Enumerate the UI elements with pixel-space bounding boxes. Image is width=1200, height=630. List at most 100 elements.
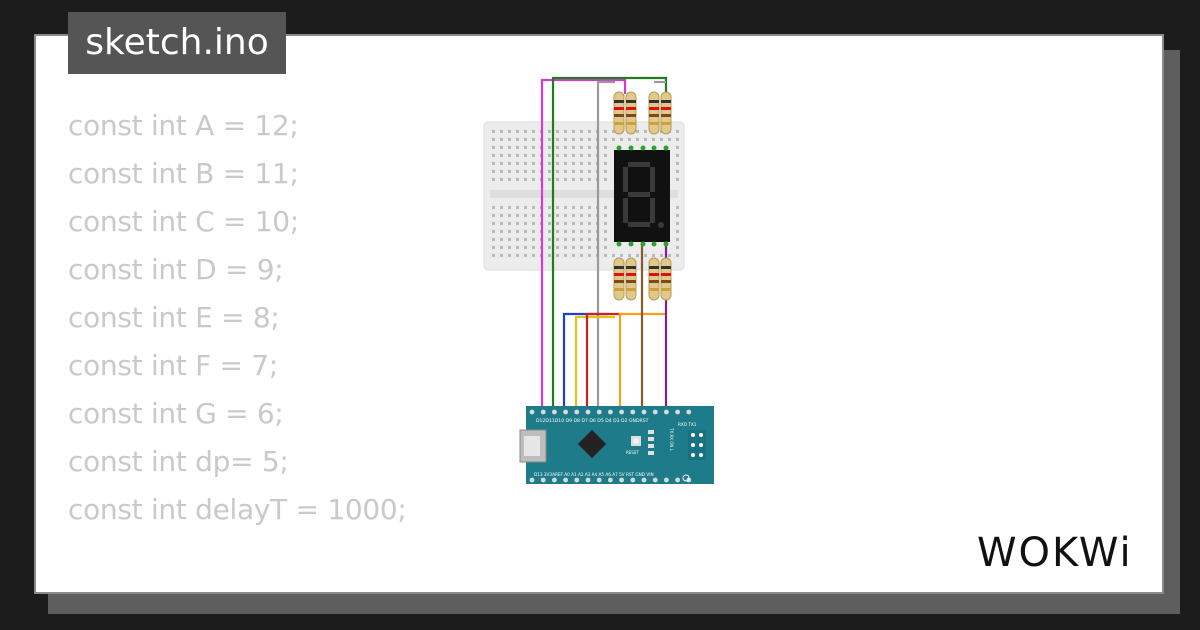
breadboard-hole bbox=[604, 130, 607, 133]
breadboard-hole bbox=[508, 230, 511, 233]
breadboard-hole bbox=[572, 214, 575, 217]
seven-segment-display bbox=[614, 145, 670, 247]
breadboard-hole bbox=[508, 154, 511, 157]
breadboard-hole bbox=[500, 246, 503, 249]
breadboard-hole bbox=[668, 138, 671, 141]
breadboard-hole bbox=[532, 222, 535, 225]
breadboard-hole bbox=[644, 130, 647, 133]
breadboard-hole bbox=[556, 178, 559, 181]
nano-pin bbox=[664, 477, 669, 483]
breadboard-hole bbox=[556, 246, 559, 249]
breadboard-hole bbox=[492, 222, 495, 225]
breadboard-hole bbox=[500, 206, 503, 209]
breadboard-hole bbox=[500, 230, 503, 233]
breadboard-hole bbox=[500, 238, 503, 241]
breadboard-hole bbox=[580, 206, 583, 209]
breadboard-hole bbox=[564, 138, 567, 141]
breadboard-hole bbox=[564, 230, 567, 233]
breadboard-hole bbox=[676, 154, 679, 157]
breadboard-hole bbox=[508, 238, 511, 241]
breadboard-hole bbox=[500, 146, 503, 149]
breadboard-hole bbox=[604, 162, 607, 165]
breadboard-hole bbox=[604, 254, 607, 257]
code-line: const int B = 11; bbox=[68, 157, 299, 190]
breadboard-hole bbox=[604, 238, 607, 241]
breadboard-hole bbox=[492, 238, 495, 241]
breadboard-hole bbox=[580, 130, 583, 133]
nano-pin bbox=[596, 409, 602, 415]
breadboard-hole bbox=[548, 254, 551, 257]
breadboard-hole bbox=[604, 246, 607, 249]
breadboard-hole bbox=[548, 154, 551, 157]
breadboard-hole bbox=[604, 170, 607, 173]
arduino-nano: D12D11D10 D9 D8 D7 D6 D5 D4 D3 D2 GNDRST… bbox=[519, 406, 714, 484]
breadboard-hole bbox=[572, 238, 575, 241]
breadboard-hole bbox=[532, 162, 535, 165]
breadboard-hole bbox=[548, 222, 551, 225]
breadboard-hole bbox=[492, 170, 495, 173]
breadboard-hole bbox=[572, 130, 575, 133]
breadboard-hole bbox=[524, 162, 527, 165]
code-line: const int delayT = 1000; bbox=[68, 493, 407, 526]
breadboard-hole bbox=[588, 170, 591, 173]
file-tab[interactable]: sketch.ino bbox=[68, 12, 286, 74]
breadboard-hole bbox=[604, 230, 607, 233]
nano-pin bbox=[574, 409, 580, 415]
breadboard-hole bbox=[604, 146, 607, 149]
resistors-bottom bbox=[613, 257, 672, 301]
code-line: const int G = 6; bbox=[68, 397, 284, 430]
breadboard-hole bbox=[564, 130, 567, 133]
breadboard-hole bbox=[588, 138, 591, 141]
nano-pin bbox=[608, 477, 613, 483]
breadboard-hole bbox=[532, 130, 535, 133]
breadboard-hole bbox=[524, 222, 527, 225]
breadboard-hole bbox=[556, 146, 559, 149]
breadboard-hole bbox=[572, 178, 575, 181]
breadboard-hole bbox=[620, 138, 623, 141]
breadboard-hole bbox=[508, 130, 511, 133]
breadboard-hole bbox=[572, 146, 575, 149]
breadboard-hole bbox=[660, 254, 663, 257]
breadboard-hole bbox=[532, 154, 535, 157]
breadboard-hole bbox=[548, 238, 551, 241]
breadboard-hole bbox=[516, 254, 519, 257]
nano-pin bbox=[675, 409, 680, 415]
breadboard-hole bbox=[532, 246, 535, 249]
breadboard-hole bbox=[676, 178, 679, 181]
breadboard-hole bbox=[556, 154, 559, 157]
nano-pin bbox=[552, 477, 557, 483]
breadboard-hole bbox=[508, 146, 511, 149]
breadboard-hole bbox=[556, 206, 559, 209]
breadboard-hole bbox=[516, 230, 519, 233]
wokwi-logo: WOKWi bbox=[977, 530, 1133, 576]
breadboard-hole bbox=[532, 170, 535, 173]
breadboard-hole bbox=[516, 206, 519, 209]
breadboard-hole bbox=[676, 238, 679, 241]
breadboard-hole bbox=[532, 138, 535, 141]
breadboard-hole bbox=[532, 254, 535, 257]
code-listing: const int A = 12; const int B = 11; cons… bbox=[68, 102, 407, 534]
wokwi-logo-text: WOKWi bbox=[977, 530, 1133, 576]
breadboard-hole bbox=[516, 238, 519, 241]
nano-pin bbox=[630, 477, 636, 483]
wire-orange bbox=[618, 312, 666, 412]
breadboard-hole bbox=[620, 254, 623, 257]
breadboard-hole bbox=[556, 170, 559, 173]
nano-pin bbox=[574, 477, 580, 483]
breadboard-hole bbox=[572, 246, 575, 249]
breadboard-hole bbox=[548, 162, 551, 165]
breadboard-hole bbox=[500, 254, 503, 257]
breadboard-hole bbox=[548, 178, 551, 181]
breadboard-hole bbox=[580, 214, 583, 217]
breadboard-hole bbox=[516, 154, 519, 157]
nano-pin bbox=[540, 477, 546, 483]
breadboard-hole bbox=[636, 254, 639, 257]
breadboard-hole bbox=[604, 222, 607, 225]
breadboard-hole bbox=[508, 246, 511, 249]
breadboard-hole bbox=[564, 254, 567, 257]
breadboard-hole bbox=[588, 154, 591, 157]
breadboard-hole bbox=[524, 138, 527, 141]
breadboard-hole bbox=[492, 230, 495, 233]
breadboard-hole bbox=[492, 162, 495, 165]
nano-top-labels: D12D11D10 D9 D8 D7 D6 D5 D4 D3 D2 GNDRST bbox=[536, 418, 649, 424]
